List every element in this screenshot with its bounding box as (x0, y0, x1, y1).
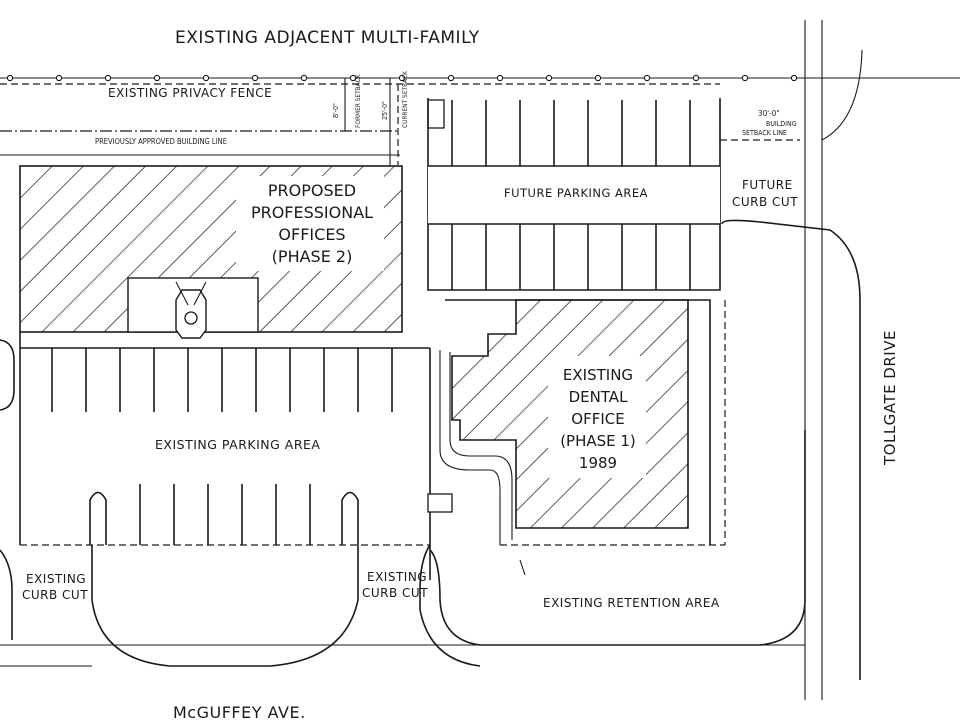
retention-area (429, 430, 806, 646)
fence-post (251, 74, 259, 82)
privacy-fence (0, 74, 960, 85)
svg-text:EXISTING: EXISTING (563, 366, 633, 384)
building-setback-label-1: BUILDING (766, 120, 797, 128)
future-parking-label: FUTURE PARKING AREA (504, 186, 648, 200)
svg-text:(PHASE 2): (PHASE 2) (272, 247, 353, 266)
fence-post (55, 74, 63, 82)
future-curb-cut-label-2: CURB CUT (732, 195, 798, 209)
existing-dental-label: EXISTING DENTAL OFFICE (PHASE 1) 1989 (560, 366, 636, 472)
existing-parking-label: EXISTING PARKING AREA (155, 437, 320, 452)
curb-cut-mid-label-2: CURB CUT (362, 586, 428, 600)
curb-cut-left-label-1: EXISTING (26, 572, 86, 586)
retention-area-label: EXISTING RETENTION AREA (543, 596, 720, 610)
fence-post (398, 74, 406, 82)
fence-post (545, 74, 553, 82)
fence-post (447, 74, 455, 82)
current-setback-dimension: 25'-0" (381, 101, 389, 120)
future-parking-area (427, 98, 721, 291)
curb-cut-left-label-2: CURB CUT (22, 588, 88, 602)
current-setback-label: CURRENT SETBACK (401, 71, 409, 128)
fence-post (349, 74, 357, 82)
fence-post (104, 74, 112, 82)
fence-post (496, 74, 504, 82)
fence-post (153, 74, 161, 82)
svg-text:PROFESSIONAL: PROFESSIONAL (251, 203, 373, 222)
former-setback-dimension: 8'-0" (332, 103, 340, 118)
fence-post (790, 74, 798, 82)
building-setback-dimension: 30'-0" (758, 109, 780, 118)
fence-post (692, 74, 700, 82)
setback-dimension-lines (344, 78, 399, 165)
existing-dental-office (439, 299, 689, 545)
fence-post (643, 74, 651, 82)
fence-post (741, 74, 749, 82)
building-setback-label-2: SETBACK LINE (742, 129, 787, 137)
fence-post (300, 74, 308, 82)
mcguffey-ave-label: McGUFFEY AVE. (173, 703, 306, 720)
privacy-fence-label: EXISTING PRIVACY FENCE (108, 86, 272, 100)
curb-cut-mid-label-1: EXISTING (367, 570, 427, 584)
existing-parking-area (51, 348, 453, 545)
adjacent-multifamily-label: EXISTING ADJACENT MULTI-FAMILY (175, 28, 480, 48)
previously-approved-building-line-label: PREVIOUSLY APPROVED BUILDING LINE (95, 137, 227, 146)
svg-text:(PHASE 1): (PHASE 1) (560, 432, 636, 450)
svg-text:OFFICE: OFFICE (571, 410, 624, 428)
curb-cuts (0, 544, 805, 667)
fence-post (202, 74, 210, 82)
proposed-offices-building (19, 165, 403, 339)
svg-text:OFFICES: OFFICES (278, 225, 345, 244)
svg-text:DENTAL: DENTAL (569, 388, 629, 406)
svg-text:PROPOSED: PROPOSED (268, 181, 356, 200)
future-curb-cut-label-1: FUTURE (742, 178, 793, 192)
proposed-offices-label: PROPOSED PROFESSIONAL OFFICES (PHASE 2) (251, 181, 373, 266)
fence-post (594, 74, 602, 82)
tollgate-drive-label: TOLLGATE DRIVE (881, 330, 899, 466)
drive-lanes (0, 219, 861, 680)
svg-text:1989: 1989 (579, 454, 617, 472)
fence-post (6, 74, 14, 82)
former-setback-label: FORMER SETBACK (354, 74, 362, 128)
